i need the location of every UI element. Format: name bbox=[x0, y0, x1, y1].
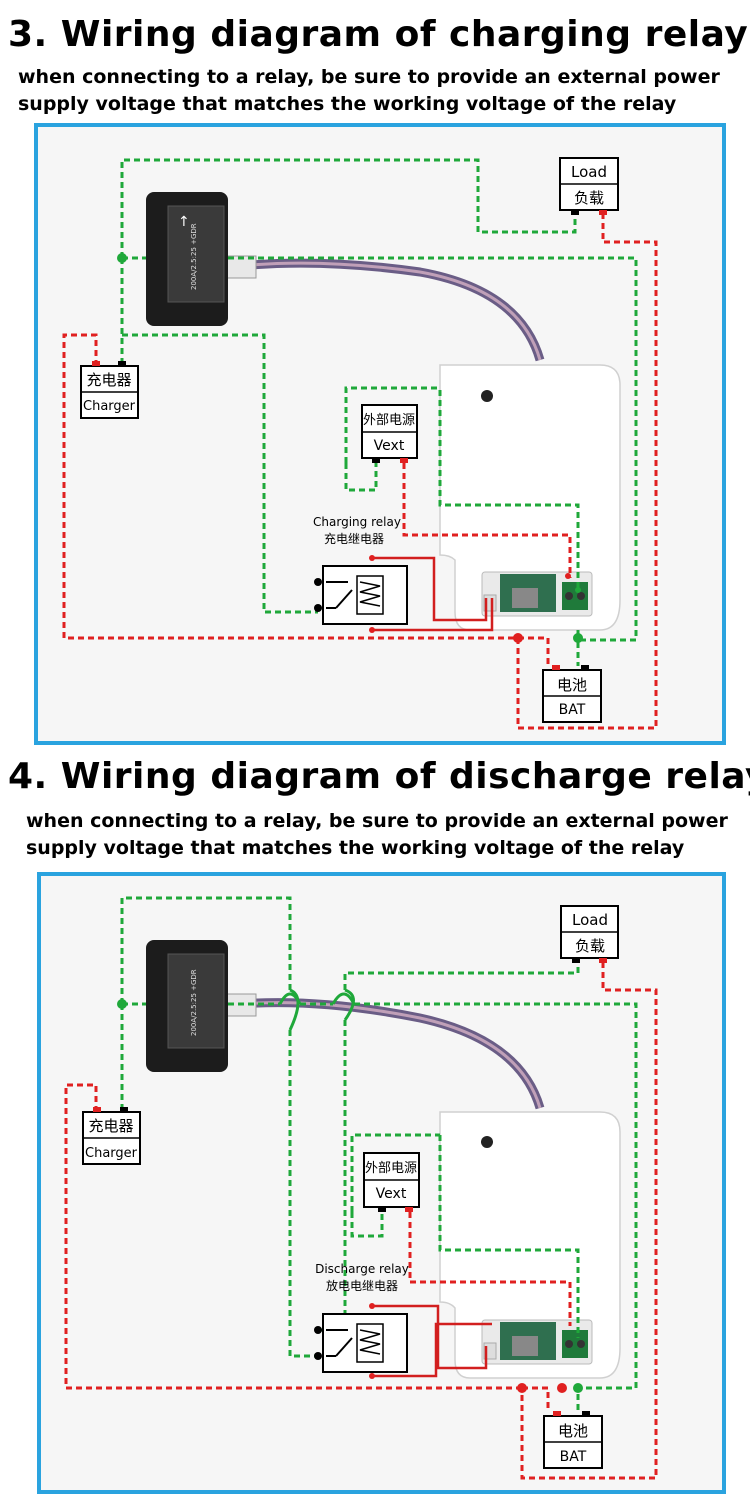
vext-box: 外部电源 Vext bbox=[363, 1152, 420, 1212]
load-label-en: Load bbox=[572, 911, 608, 929]
sensor-label: 200A/2.5:25 +GDR bbox=[190, 223, 198, 290]
bms-board bbox=[439, 364, 621, 631]
vext-label-cn: 外部电源 bbox=[363, 413, 415, 428]
relay-label-en: Charging relay bbox=[313, 515, 401, 529]
vext-box: 外部电源 Vext bbox=[361, 404, 418, 463]
load-box: Load 负载 bbox=[560, 905, 619, 963]
negative-wires bbox=[120, 158, 638, 666]
vext-label-en: Vext bbox=[376, 1186, 407, 1202]
battery-label-cn: 电池 bbox=[557, 676, 587, 694]
battery-label-cn: 电池 bbox=[558, 1422, 588, 1440]
section-4-note-line1: when connecting to a relay, be sure to p… bbox=[26, 810, 728, 832]
positive-wires bbox=[62, 213, 658, 730]
load-label-cn: 负载 bbox=[575, 937, 605, 955]
sensor-cable bbox=[225, 255, 545, 362]
section-3-title: 3. Wiring diagram of charging relay bbox=[8, 14, 749, 55]
svg-text:↑: ↑ bbox=[178, 214, 190, 230]
sensor-label: 200A/2.5:25 +GDR bbox=[190, 969, 198, 1036]
load-label-cn: 负载 bbox=[574, 189, 604, 207]
current-sensor: ↑ 200A/2.5:25 +GDR bbox=[146, 192, 228, 326]
vext-label-cn: 外部电源 bbox=[365, 1161, 417, 1176]
sensor-cable bbox=[225, 993, 545, 1110]
relay-label-cn: 充电继电器 bbox=[324, 531, 384, 546]
battery-box: 电池 BAT bbox=[543, 1411, 603, 1469]
charger-label-en: Charger bbox=[85, 1146, 138, 1161]
vext-label-en: Vext bbox=[374, 438, 405, 454]
section-4-title: 4. Wiring diagram of discharge relay bbox=[8, 756, 750, 797]
relay-label-en: Discharge relay bbox=[315, 1262, 409, 1276]
section-3-note-line2: supply voltage that matches the working … bbox=[18, 93, 677, 115]
section-3-note-line1: when connecting to a relay, be sure to p… bbox=[18, 66, 720, 88]
battery-label-en: BAT bbox=[560, 1449, 587, 1465]
bms-board bbox=[439, 1111, 621, 1379]
wire-crossover-bridges bbox=[278, 988, 356, 1031]
positive-wires bbox=[64, 962, 658, 1480]
relay-coil-wires bbox=[372, 556, 494, 632]
discharge-relay: Discharge relay 放电电继电器 bbox=[314, 1262, 409, 1379]
load-label-en: Load bbox=[571, 163, 607, 181]
load-box: Load 负载 bbox=[559, 157, 619, 215]
junction-dots bbox=[117, 999, 583, 1393]
battery-box: 电池 BAT bbox=[542, 665, 602, 723]
section-4-note-line2: supply voltage that matches the working … bbox=[26, 837, 685, 859]
current-sensor: 200A/2.5:25 +GDR bbox=[146, 940, 228, 1072]
charger-label-en: Charger bbox=[83, 399, 136, 414]
charger-box: 充电器 Charger bbox=[80, 361, 139, 419]
charging-relay: Charging relay 充电继电器 bbox=[313, 515, 408, 633]
charger-label-cn: 充电器 bbox=[86, 371, 131, 389]
charger-box: 充电器 Charger bbox=[82, 1107, 141, 1165]
junction-dots bbox=[117, 253, 583, 643]
charger-label-cn: 充电器 bbox=[88, 1117, 133, 1135]
battery-label-en: BAT bbox=[559, 702, 586, 718]
relay-coil-wires bbox=[372, 1304, 492, 1378]
relay-label-cn: 放电电继电器 bbox=[326, 1278, 398, 1293]
